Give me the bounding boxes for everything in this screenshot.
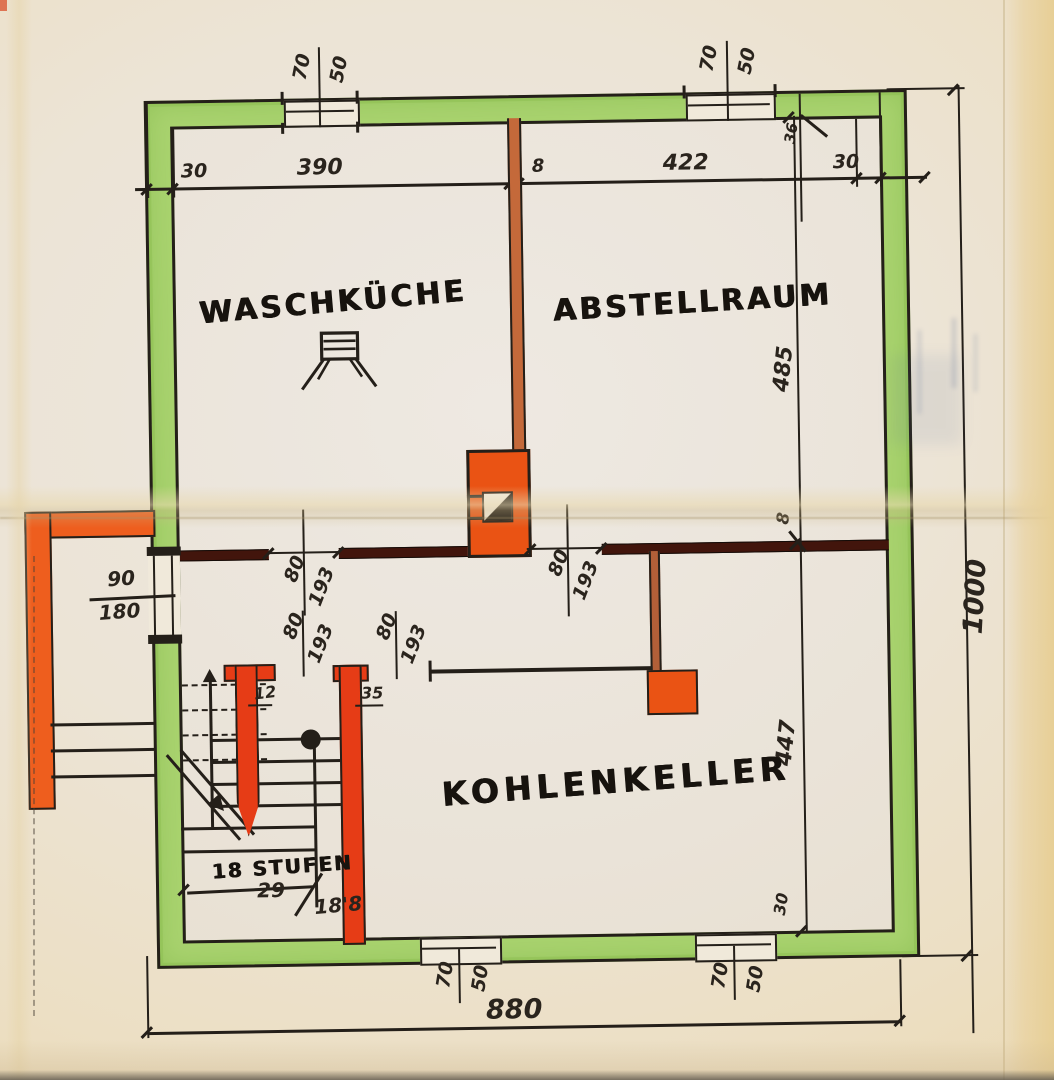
entry-height-label: 180 xyxy=(97,598,142,625)
up-arrow-icon xyxy=(202,668,217,683)
wall-thickness-label: 8 xyxy=(772,511,795,526)
window-sill-label: 50 xyxy=(742,964,769,994)
window-sill-label: 50 xyxy=(733,45,761,77)
entry-width-label: 90 xyxy=(106,565,136,592)
coal-bin-end-cap xyxy=(428,660,432,682)
coal-pillar-block xyxy=(646,669,699,716)
chimney-flue xyxy=(481,491,514,523)
window-top-left xyxy=(283,99,361,128)
dim-top-422: 422 xyxy=(662,150,709,176)
middle-wall-center xyxy=(338,545,468,560)
drain-icon xyxy=(301,331,378,391)
window-tick xyxy=(773,84,777,98)
window-tick xyxy=(355,90,359,104)
dim-top-30l: 30 xyxy=(180,160,208,183)
window-tick xyxy=(281,122,284,134)
dim-top-8: 8 xyxy=(531,155,545,177)
exterior-step-line xyxy=(50,721,155,727)
window-bottom-left xyxy=(419,936,503,966)
exterior-step-line xyxy=(51,773,156,779)
window-tick xyxy=(280,91,284,105)
dim-30-bottom-wall: 30 xyxy=(769,891,793,917)
dim-top-390: 390 xyxy=(296,154,343,181)
flue-line xyxy=(466,494,482,498)
corner-offset-label: 36 xyxy=(780,121,802,145)
window-tick xyxy=(356,121,359,133)
exterior-step-line xyxy=(50,747,155,753)
witness-line xyxy=(146,956,150,1039)
coal-partition-wall xyxy=(648,550,662,674)
window-width-label: 70 xyxy=(707,960,734,991)
stair-wall-35-label: 35 xyxy=(360,683,384,703)
window-dim-line xyxy=(317,47,322,128)
window-sill-label: 50 xyxy=(325,54,353,85)
flue-line xyxy=(467,516,483,520)
stair-tread-label: 29 xyxy=(256,877,286,903)
dim-1000: 1000 xyxy=(957,558,993,635)
window-width-label: 70 xyxy=(432,960,459,990)
window-tick xyxy=(682,85,686,99)
floor-area xyxy=(170,115,895,944)
window-dim-line xyxy=(725,40,730,121)
dim-880: 880 xyxy=(485,993,543,1026)
leader-line xyxy=(248,704,273,707)
dim-top-30r: 30 xyxy=(832,150,860,174)
door-jamb xyxy=(146,546,181,557)
middle-wall-left xyxy=(179,549,269,562)
window-width-label: 70 xyxy=(288,51,316,83)
exterior-stair-wall-left xyxy=(24,511,56,810)
window-sill-label: 50 xyxy=(467,963,494,994)
window-bottom-right xyxy=(694,933,778,963)
window-width-label: 70 xyxy=(695,43,723,74)
stair-wall-12-label: 12 xyxy=(252,681,278,704)
leader-line xyxy=(355,704,384,707)
stair-riser-label: 18'8 xyxy=(313,891,364,920)
dim-485: 485 xyxy=(768,344,799,394)
window-top-right xyxy=(685,93,777,122)
